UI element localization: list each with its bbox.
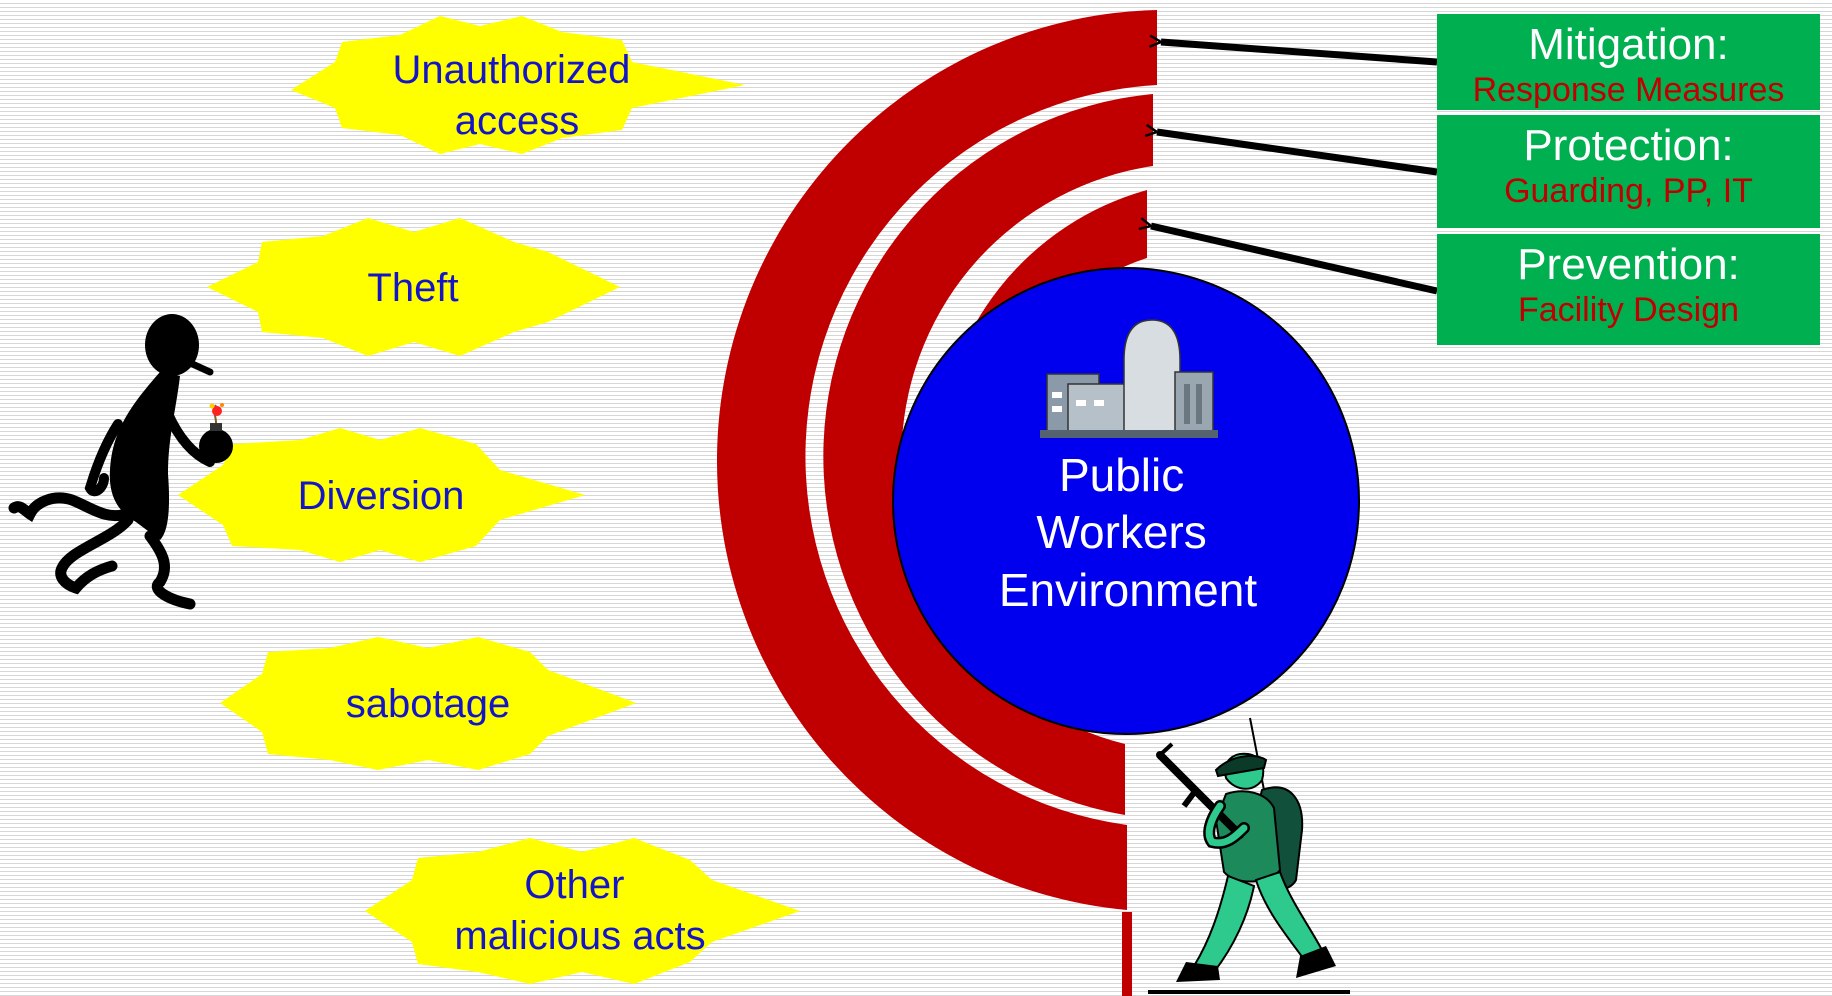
layer-title: Prevention:	[1517, 240, 1740, 289]
svg-text:Diversion: Diversion	[298, 474, 465, 518]
threat-diversion: Diversion	[178, 428, 585, 562]
asset-line: Workers	[1036, 506, 1206, 558]
protection-box: Protection: Guarding, PP, IT	[1437, 115, 1820, 228]
svg-text:Unauthorized access: Unauthorized access	[392, 48, 641, 143]
protected-assets-circle	[892, 267, 1360, 735]
layer-subtitle: Facility Design	[1517, 291, 1740, 329]
threat-unauthorized-access: Unauthorized access	[291, 16, 745, 154]
layer-title: Protection:	[1523, 121, 1734, 170]
svg-text:Other malicious acts: Other malicious acts	[454, 863, 705, 958]
threat-label: Other	[524, 863, 624, 907]
assets-label: Public Workers Environment	[999, 449, 1257, 616]
prevention-box: Prevention: Facility Design	[1437, 234, 1820, 345]
nuclear-facility-icon	[1040, 319, 1218, 438]
threat-label: sabotage	[346, 682, 511, 726]
svg-text:Theft: Theft	[367, 266, 458, 310]
running-intruder-with-bomb-icon	[8, 314, 233, 610]
protection-ring	[823, 94, 1153, 815]
threat-label: Unauthorized	[392, 48, 630, 92]
prevention-arrow	[1151, 226, 1438, 295]
threat-label: access	[455, 99, 580, 143]
layer-title: Mitigation:	[1528, 20, 1729, 69]
asset-line: Public	[1059, 449, 1184, 501]
asset-line: Environment	[999, 564, 1257, 616]
mitigation-ring	[716, 10, 1157, 910]
threat-label: Theft	[367, 266, 458, 310]
layer-subtitle: Response Measures	[1472, 71, 1785, 109]
threat-label: Diversion	[298, 474, 465, 518]
mitigation-arrow	[1161, 42, 1438, 66]
mitigation-box: Mitigation: Response Measures	[1437, 14, 1820, 110]
layer-subtitle: Guarding, PP, IT	[1504, 172, 1753, 210]
armed-guard-soldier-icon	[1148, 717, 1350, 994]
svg-text:sabotage: sabotage	[346, 682, 511, 726]
threat-other-malicious-acts: Other malicious acts	[365, 838, 800, 984]
threat-theft: Theft	[207, 218, 620, 356]
threat-label: malicious acts	[454, 914, 705, 958]
threat-sabotage: sabotage	[220, 637, 636, 770]
protection-arrow	[1157, 132, 1438, 176]
